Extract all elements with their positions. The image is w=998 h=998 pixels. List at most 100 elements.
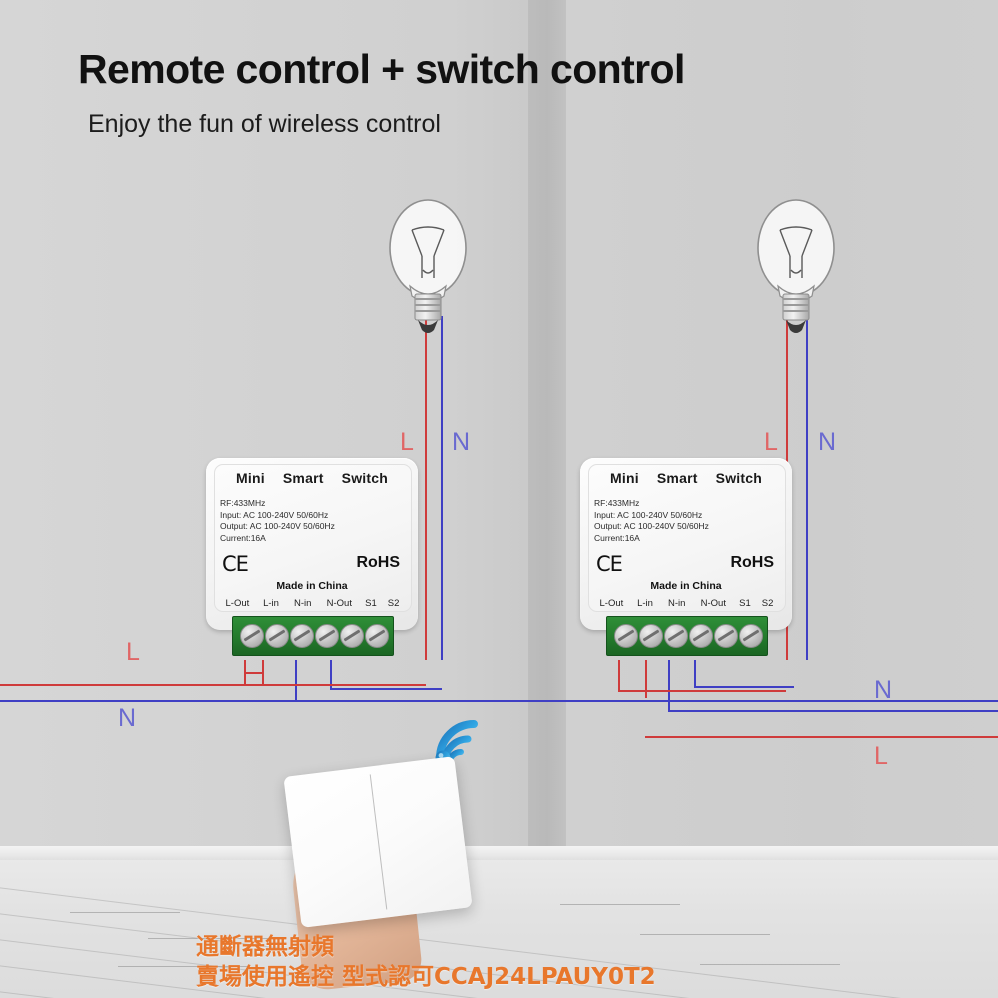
module-spec-rf: RF:433MHz — [220, 498, 266, 508]
wire-live-terminal-b-right — [645, 660, 647, 698]
terminal-label-2: N-in — [667, 598, 686, 609]
module-specs: RF:433MHz Input: AC 100-240V 50/60Hz Out… — [594, 498, 709, 544]
terminal-screw-2[interactable] — [664, 624, 688, 648]
module-title-word-2: Switch — [715, 470, 762, 486]
module-title-word-0: Mini — [610, 470, 639, 486]
smart-switch-module-right[interactable]: Mini Smart Switch RF:433MHz Input: AC 10… — [580, 458, 792, 661]
wire-neutral-terminal-a-right — [668, 660, 670, 712]
ce-mark-icon: CE — [596, 552, 623, 576]
wire-live-terminal-a-right — [618, 660, 620, 692]
wire-live-bulb-left — [425, 316, 427, 438]
terminal-label-3: N-Out — [326, 598, 352, 609]
wire-neutral-bulb-right — [806, 316, 808, 438]
wire-label-neutral-right-mains: N — [874, 676, 893, 704]
module-specs: RF:433MHz Input: AC 100-240V 50/60Hz Out… — [220, 498, 335, 544]
light-bulb-left — [382, 190, 474, 340]
terminal-label-4: S1 — [365, 598, 377, 609]
wire-label-live-left-top: L — [400, 428, 415, 456]
wire-label-neutral-left-top: N — [452, 428, 471, 456]
module-title-word-0: Mini — [236, 470, 265, 486]
terminal-screw-4[interactable] — [340, 624, 364, 648]
module-body: Mini Smart Switch RF:433MHz Input: AC 10… — [580, 458, 792, 630]
terminal-screw-1[interactable] — [639, 624, 663, 648]
page-title: Remote control + switch control — [78, 46, 685, 92]
wall-corner-divider — [528, 0, 566, 858]
module-face — [214, 464, 412, 612]
wireless-wall-switch-panel[interactable] — [283, 756, 473, 928]
wall-background — [0, 0, 998, 858]
terminal-screw-1[interactable] — [265, 624, 289, 648]
terminal-screw-2[interactable] — [290, 624, 314, 648]
wire-neutral-mains-left — [0, 700, 998, 702]
terminal-label-4: S1 — [739, 598, 751, 609]
wire-neutral-run-left — [330, 688, 442, 690]
wire-label-live-left-mains: L — [126, 638, 141, 666]
module-title-word-1: Smart — [656, 470, 698, 486]
module-spec-rf: RF:433MHz — [594, 498, 640, 508]
module-body: Mini Smart Switch RF:433MHz Input: AC 10… — [206, 458, 418, 630]
terminal-label-0: L-Out — [599, 598, 624, 609]
rohs-mark: RoHS — [356, 554, 400, 571]
terminal-label-2: N-in — [293, 598, 312, 609]
module-face — [588, 464, 786, 612]
wire-neutral-bulb-left — [441, 316, 443, 438]
wall-panel-right — [566, 0, 998, 858]
wire-live-bulb-right — [786, 316, 788, 438]
terminal-screw-3[interactable] — [315, 624, 339, 648]
baseboard — [0, 846, 998, 862]
wire-live-mains-right — [645, 736, 998, 738]
module-spec-current: Current:16A — [594, 532, 640, 543]
floor — [0, 860, 998, 998]
wire-live-loop-right — [618, 690, 786, 692]
terminal-label-3: N-Out — [700, 598, 726, 609]
terminal-block[interactable] — [232, 616, 394, 656]
module-origin: Made in China — [650, 580, 722, 592]
wire-label-neutral-right-top: N — [818, 428, 837, 456]
ce-mark-icon: CE — [222, 552, 249, 576]
terminal-screw-0[interactable] — [240, 624, 264, 648]
certification-text: 通斷器無射頻 賣場使用遙控 型式認可CCAJ24LPAUY0T2 — [196, 932, 656, 992]
module-title: Mini Smart Switch — [580, 470, 792, 486]
wire-neutral-out-left — [330, 660, 332, 690]
terminal-screw-5[interactable] — [365, 624, 389, 648]
panel-divider — [369, 774, 388, 910]
wire-neutral-terminal-b-right — [694, 660, 696, 688]
module-spec-output: Output: AC 100-240V 50/60Hz — [594, 521, 709, 532]
terminal-screw-3[interactable] — [689, 624, 713, 648]
terminal-label-1: L-in — [263, 598, 279, 609]
module-spec-input: Input: AC 100-240V 50/60Hz — [594, 509, 703, 520]
module-spec-input: Input: AC 100-240V 50/60Hz — [220, 509, 329, 520]
module-spec-current: Current:16A — [220, 532, 266, 543]
wire-neutral-mains-right — [668, 710, 998, 712]
module-title-word-1: Smart — [282, 470, 324, 486]
terminal-screw-0[interactable] — [614, 624, 638, 648]
wire-live-run-left — [262, 684, 426, 686]
wall-panel-left — [0, 0, 528, 858]
module-terminal-labels: L-Out L-in N-in N-Out S1 S2 — [580, 598, 792, 609]
page-subtitle: Enjoy the fun of wireless control — [88, 110, 441, 138]
wire-label-live-right-top: L — [764, 428, 779, 456]
wire-live-terminal-b-left — [262, 660, 264, 686]
certification-line-1: 通斷器無射頻 — [196, 934, 334, 960]
terminal-screw-5[interactable] — [739, 624, 763, 648]
wire-live-mains-left — [0, 684, 262, 686]
module-title-word-2: Switch — [341, 470, 388, 486]
wire-neutral-loop-right — [694, 686, 794, 688]
module-title: Mini Smart Switch — [206, 470, 418, 486]
terminal-label-1: L-in — [637, 598, 653, 609]
terminal-label-5: S2 — [761, 598, 774, 609]
smart-switch-module-left[interactable]: Mini Smart Switch RF:433MHz Input: AC 10… — [206, 458, 418, 661]
wire-live-bulb-left-lower — [425, 438, 427, 660]
terminal-block[interactable] — [606, 616, 768, 656]
wire-neutral-bulb-right-lower — [806, 438, 808, 660]
terminal-label-0: L-Out — [225, 598, 250, 609]
wire-neutral-terminal-left — [295, 660, 297, 702]
certification-line-2: 賣場使用遙控 型式認可CCAJ24LPAUY0T2 — [196, 964, 656, 990]
wire-label-live-right-mains: L — [874, 742, 889, 770]
wire-live-jumper-left — [244, 672, 262, 674]
wire-neutral-bulb-left-lower — [441, 438, 443, 660]
wire-label-neutral-left-mains: N — [118, 704, 137, 732]
terminal-screw-4[interactable] — [714, 624, 738, 648]
rohs-mark: RoHS — [730, 554, 774, 571]
